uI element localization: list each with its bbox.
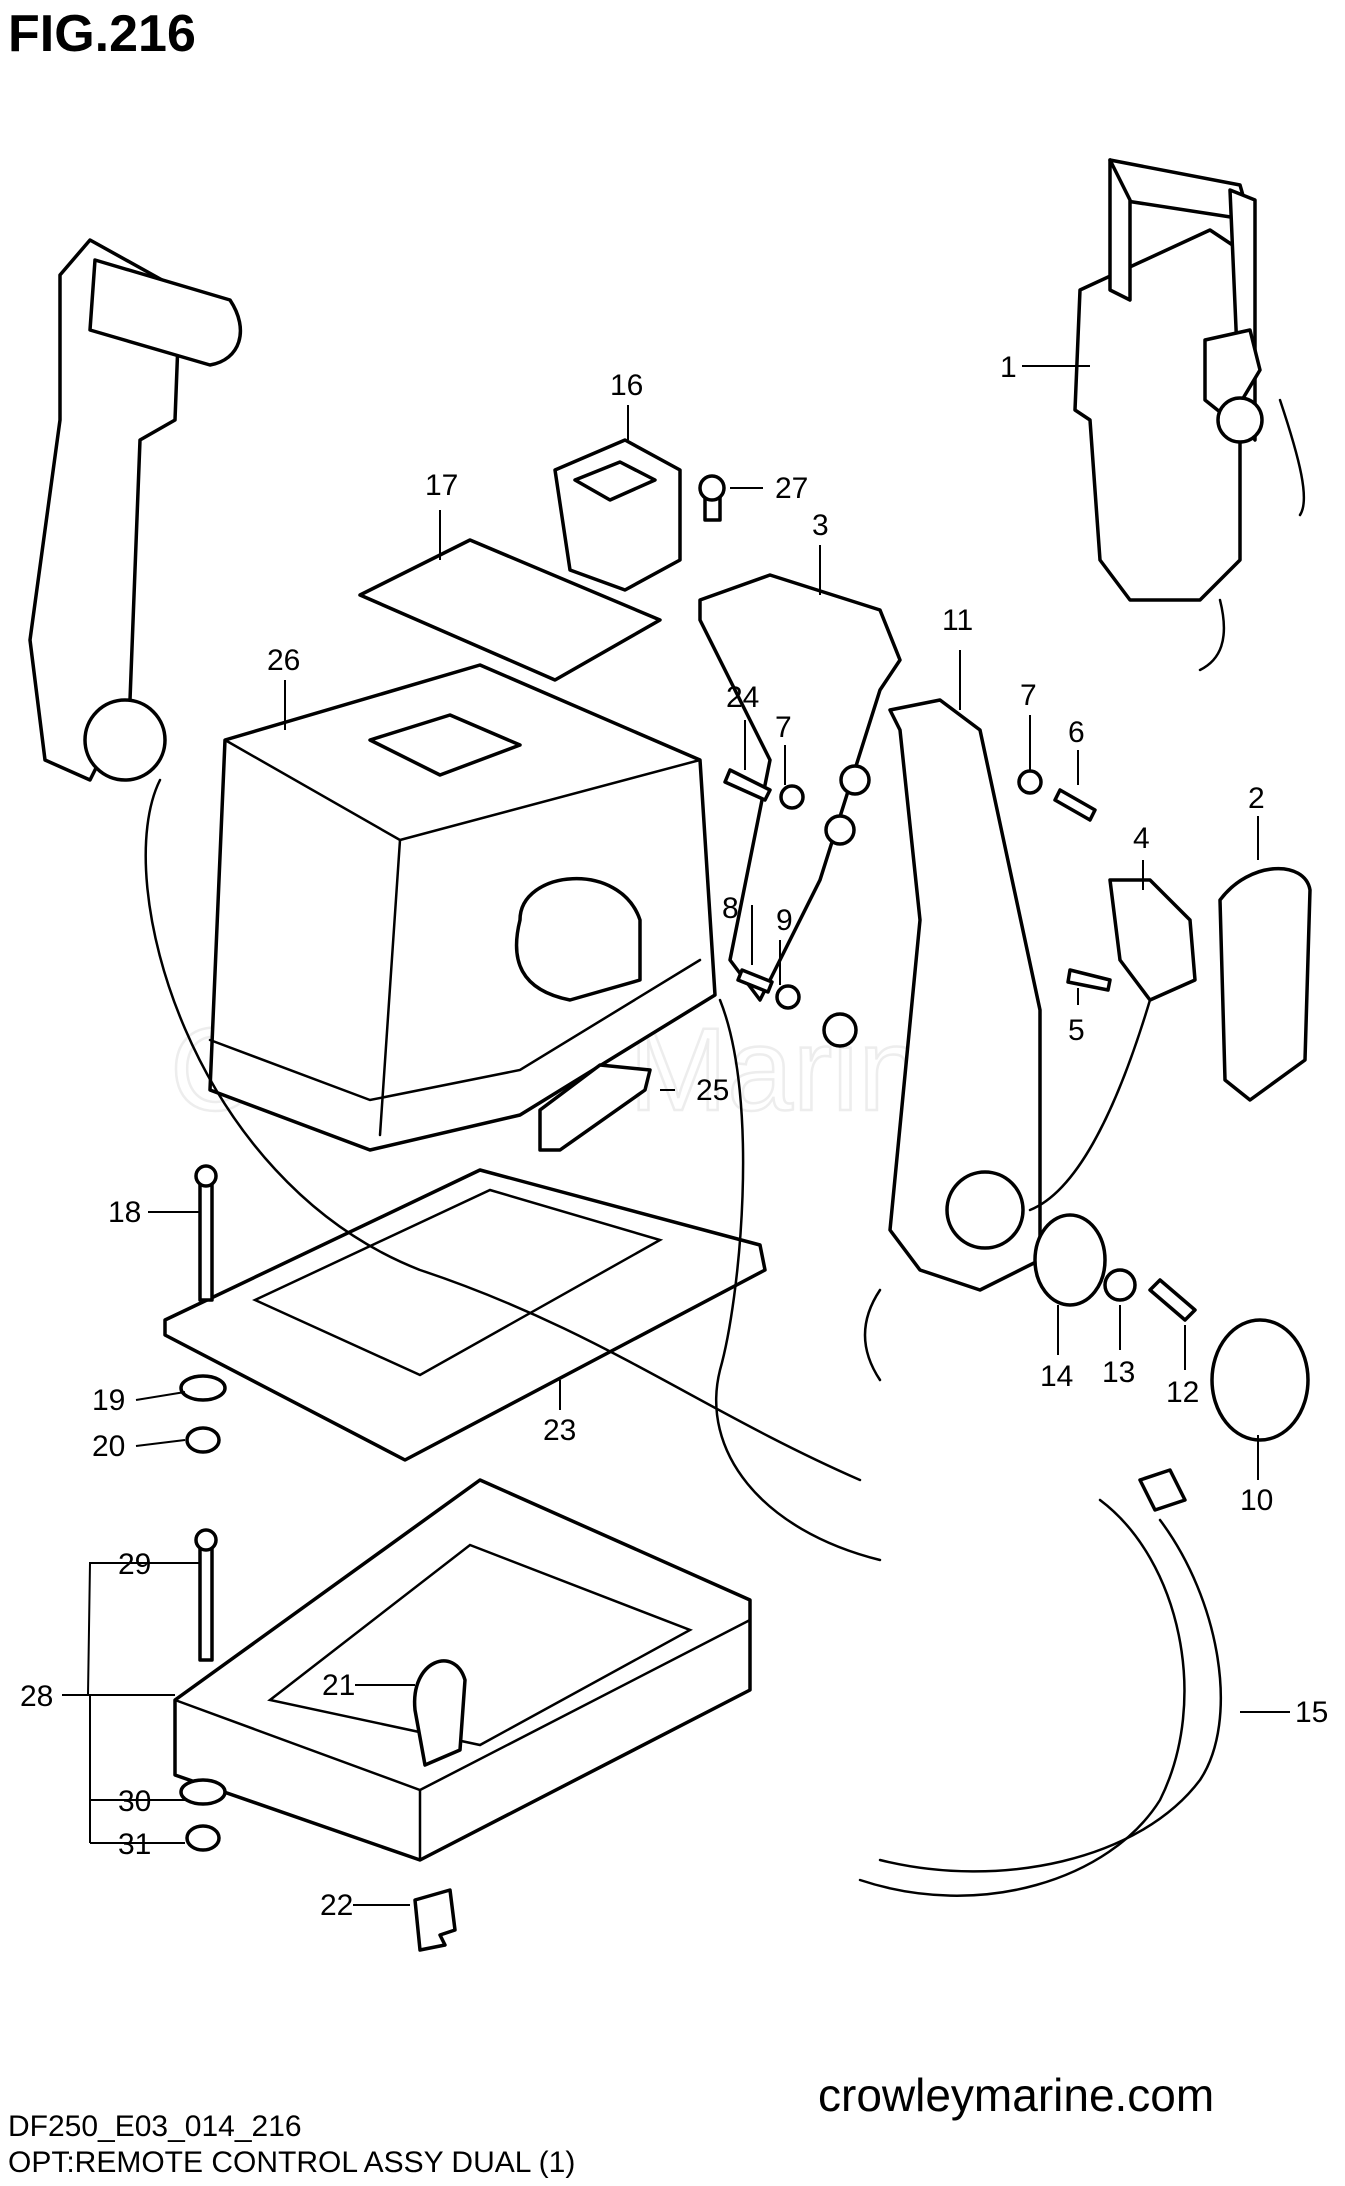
callout-25: 25 (696, 1074, 729, 1107)
callout-13: 13 (1102, 1356, 1135, 1389)
washer-part-13 (1103, 1268, 1137, 1302)
callout-19: 19 (92, 1384, 125, 1417)
trim-switch-part-4 (1108, 878, 1197, 1002)
leader-lines (62, 365, 1290, 1906)
plate-part-23 (163, 1168, 767, 1462)
bracket-part-21 (412, 1659, 467, 1767)
switch-plate-part-17 (358, 538, 662, 682)
cover-part-26 (208, 663, 717, 1152)
washer-part-19 (179, 1374, 227, 1402)
callout-20: 20 (92, 1430, 125, 1463)
nut-part-20 (185, 1426, 221, 1454)
callout-27: 27 (775, 472, 808, 505)
housing-part-3 (698, 573, 902, 1048)
washer-part-7b (1017, 769, 1043, 795)
callout-3: 3 (812, 509, 829, 542)
washer-part-7a (779, 784, 805, 810)
screw-part-12 (1148, 1278, 1197, 1322)
screw-part-24 (723, 768, 772, 802)
callout-2: 2 (1248, 782, 1265, 815)
callout-10: 10 (1240, 1484, 1273, 1517)
figure-title: FIG.216 (8, 5, 196, 63)
callout-28: 28 (20, 1680, 53, 1713)
lever-part-11 (888, 698, 1042, 1292)
wiring-harness-part-15 (144, 778, 1222, 1897)
site-url[interactable]: crowleymarine.com (818, 2069, 1215, 2121)
callout-26: 26 (267, 644, 300, 677)
callout-31: 31 (118, 1828, 151, 1861)
callout-7a: 7 (1020, 679, 1037, 712)
screw-part-6 (1053, 788, 1097, 822)
washer-part-9 (775, 984, 801, 1010)
callout-8: 8 (722, 892, 739, 925)
callout-14: 14 (1040, 1360, 1073, 1393)
screw-part-29 (198, 1541, 214, 1662)
callout-22: 22 (320, 1889, 353, 1922)
callout-21: 21 (322, 1669, 355, 1702)
plate-part-14 (1033, 1213, 1107, 1307)
callout-4: 4 (1133, 822, 1150, 855)
callout-24: 24 (726, 681, 759, 714)
callout-5: 5 (1068, 1014, 1085, 1047)
switch-part-16 (553, 438, 682, 592)
screw-part-5 (1066, 968, 1112, 992)
callout-16: 16 (610, 369, 643, 402)
callout-9: 9 (776, 904, 793, 937)
washer-part-30 (179, 1778, 227, 1806)
callout-6: 6 (1068, 716, 1085, 749)
screw-part-18 (198, 1176, 214, 1302)
callout-17: 17 (425, 469, 458, 502)
callout-12: 12 (1166, 1376, 1199, 1409)
callout-18: 18 (108, 1196, 141, 1229)
callout-11: 11 (942, 604, 973, 637)
cap-part-10 (1210, 1318, 1310, 1442)
remote-control-assy-part-1 (1073, 158, 1306, 672)
callout-15: 15 (1295, 1696, 1328, 1729)
pad-part-25 (538, 1063, 652, 1152)
figure-description: OPT:REMOTE CONTROL ASSY DUAL (1) (8, 2146, 576, 2179)
nut-part-31 (185, 1824, 221, 1852)
grip-part-2 (1218, 867, 1312, 1102)
callout-labels: 1 2 3 4 5 6 7 7 8 9 10 11 12 13 14 15 16… (20, 351, 1328, 1922)
callout-23: 23 (543, 1414, 576, 1447)
callout-29: 29 (118, 1548, 151, 1581)
clip-part-22 (413, 1888, 457, 1952)
callout-1: 1 (1000, 351, 1017, 384)
callout-30: 30 (118, 1785, 151, 1818)
model-code: DF250_E03_014_216 (8, 2110, 302, 2143)
callout-7b: 7 (775, 711, 792, 744)
control-handle (28, 238, 242, 782)
bolt-part-8 (736, 968, 774, 994)
